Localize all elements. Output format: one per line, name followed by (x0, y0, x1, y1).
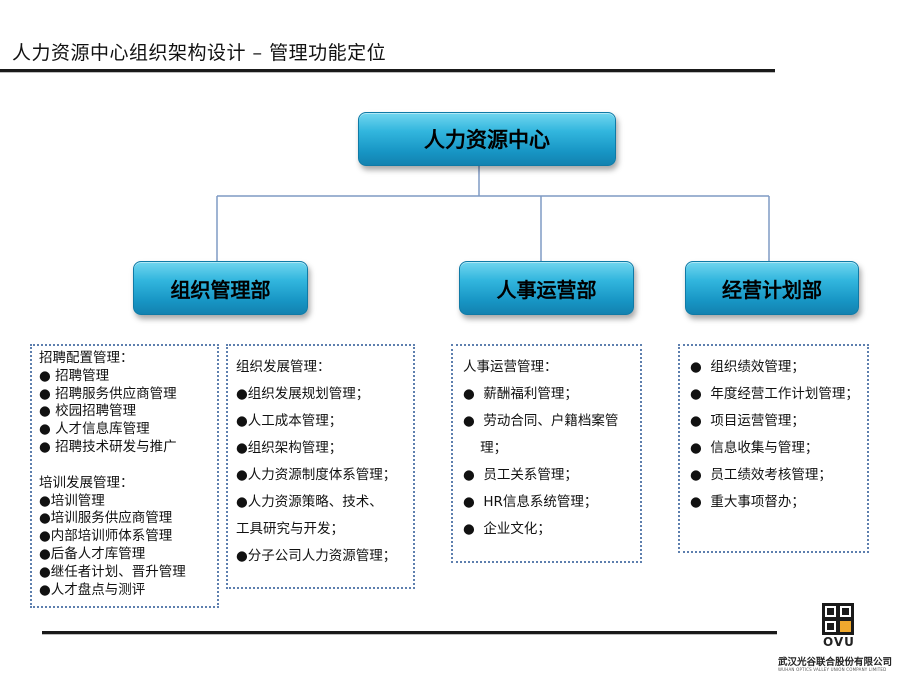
footer-divider-shadow (42, 634, 777, 635)
list-item: ●后备人才库管理 (39, 545, 146, 562)
list-item: ●分子公司人力资源管理； (236, 548, 397, 564)
duty-box-org-development: 组织发展管理： ●组织发展规划管理； ●人工成本管理； ●组织架构管理； ●人力… (226, 344, 415, 589)
root-node-hr-center: 人力资源中心 (358, 112, 616, 166)
list-item: ● 招聘管理 (39, 367, 110, 384)
list-item: ● 年度经营工作计划管理； (690, 386, 859, 402)
list-item: ● 员工关系管理； (463, 467, 578, 483)
ovu-mark-icon (822, 603, 854, 635)
dept-node-label: 组织管理部 (170, 277, 271, 302)
list-item: ● 校园招聘管理 (39, 403, 137, 420)
list-item: ●人工成本管理； (236, 413, 343, 429)
list-item: ● 重大事项督办； (690, 494, 805, 510)
list-item: ● 招聘技术研发与推广 (39, 438, 177, 455)
list-item: ●继任者计划、晋升管理 (39, 563, 186, 580)
page-title: 人力资源中心组织架构设计 – 管理功能定位 (12, 42, 387, 64)
list-item: ●内部培训师体系管理 (39, 528, 173, 545)
box-heading: 培训发展管理： (39, 474, 134, 491)
duty-box-recruit-training: 招聘配置管理： ● 招聘管理 ● 招聘服务供应商管理 ● 校园招聘管理 ● 人才… (30, 344, 219, 608)
list-item: ● 招聘服务供应商管理 (39, 385, 177, 402)
list-item: ●培训管理 (39, 492, 105, 509)
box-heading: 招聘配置管理： (39, 350, 134, 366)
company-logo: OVU 武汉光谷联合股份有限公司 WUHAN OPTICS VALLEY UNI… (776, 603, 900, 673)
list-item: ● 人才信息库管理 (39, 421, 150, 438)
list-item: ●人力资源策略、技术、 (236, 494, 383, 510)
dept-node-label: 人事运营部 (496, 277, 597, 302)
root-node-label: 人力资源中心 (424, 128, 550, 152)
list-item: ● HR信息系统管理； (463, 494, 598, 510)
list-item: ●人力资源制度体系管理； (236, 467, 397, 483)
list-item: ●组织发展规划管理； (236, 386, 370, 402)
box-heading: 人事运营管理： (463, 359, 558, 375)
list-item: ● 薪酬福利管理； (463, 386, 578, 402)
logo-company-name-cn: 武汉光谷联合股份有限公司 (778, 657, 893, 668)
duty-box-business-planning: ● 组织绩效管理； ● 年度经营工作计划管理； ● 项目运营管理； ● 信息收集… (678, 344, 869, 553)
dept-node-label: 经营计划部 (722, 277, 822, 302)
list-item: ● 项目运营管理； (690, 413, 805, 429)
footer-divider (42, 631, 777, 634)
list-item: ● 组织绩效管理； (690, 359, 805, 375)
list-item: 理； (463, 440, 508, 456)
dept-node-business-planning: 经营计划部 (685, 261, 859, 315)
list-item: ●人才盘点与测评 (39, 581, 146, 598)
list-item: ● 企业文化； (463, 521, 551, 537)
box-heading: 组织发展管理： (236, 359, 331, 375)
dept-node-hr-operations: 人事运营部 (459, 261, 634, 315)
list-item: ●培训服务供应商管理 (39, 510, 173, 527)
logo-company-name-en: WUHAN OPTICS VALLEY UNION COMPANY LIMITE… (778, 667, 887, 672)
duty-box-hr-operations: 人事运营管理： ● 薪酬福利管理； ● 劳动合同、户籍档案管 理； ● 员工关系… (451, 344, 642, 563)
header-divider-shadow (0, 72, 775, 73)
list-item: ● 信息收集与管理； (690, 440, 819, 456)
logo-wordmark: OVU (823, 635, 855, 649)
header-divider (0, 69, 775, 72)
list-item: ● 劳动合同、户籍档案管 (463, 413, 619, 429)
dept-node-org-management: 组织管理部 (133, 261, 308, 315)
list-item: ●组织架构管理； (236, 440, 343, 456)
list-item: ● 员工绩效考核管理； (690, 467, 832, 483)
list-item: 工具研究与开发； (236, 521, 344, 537)
